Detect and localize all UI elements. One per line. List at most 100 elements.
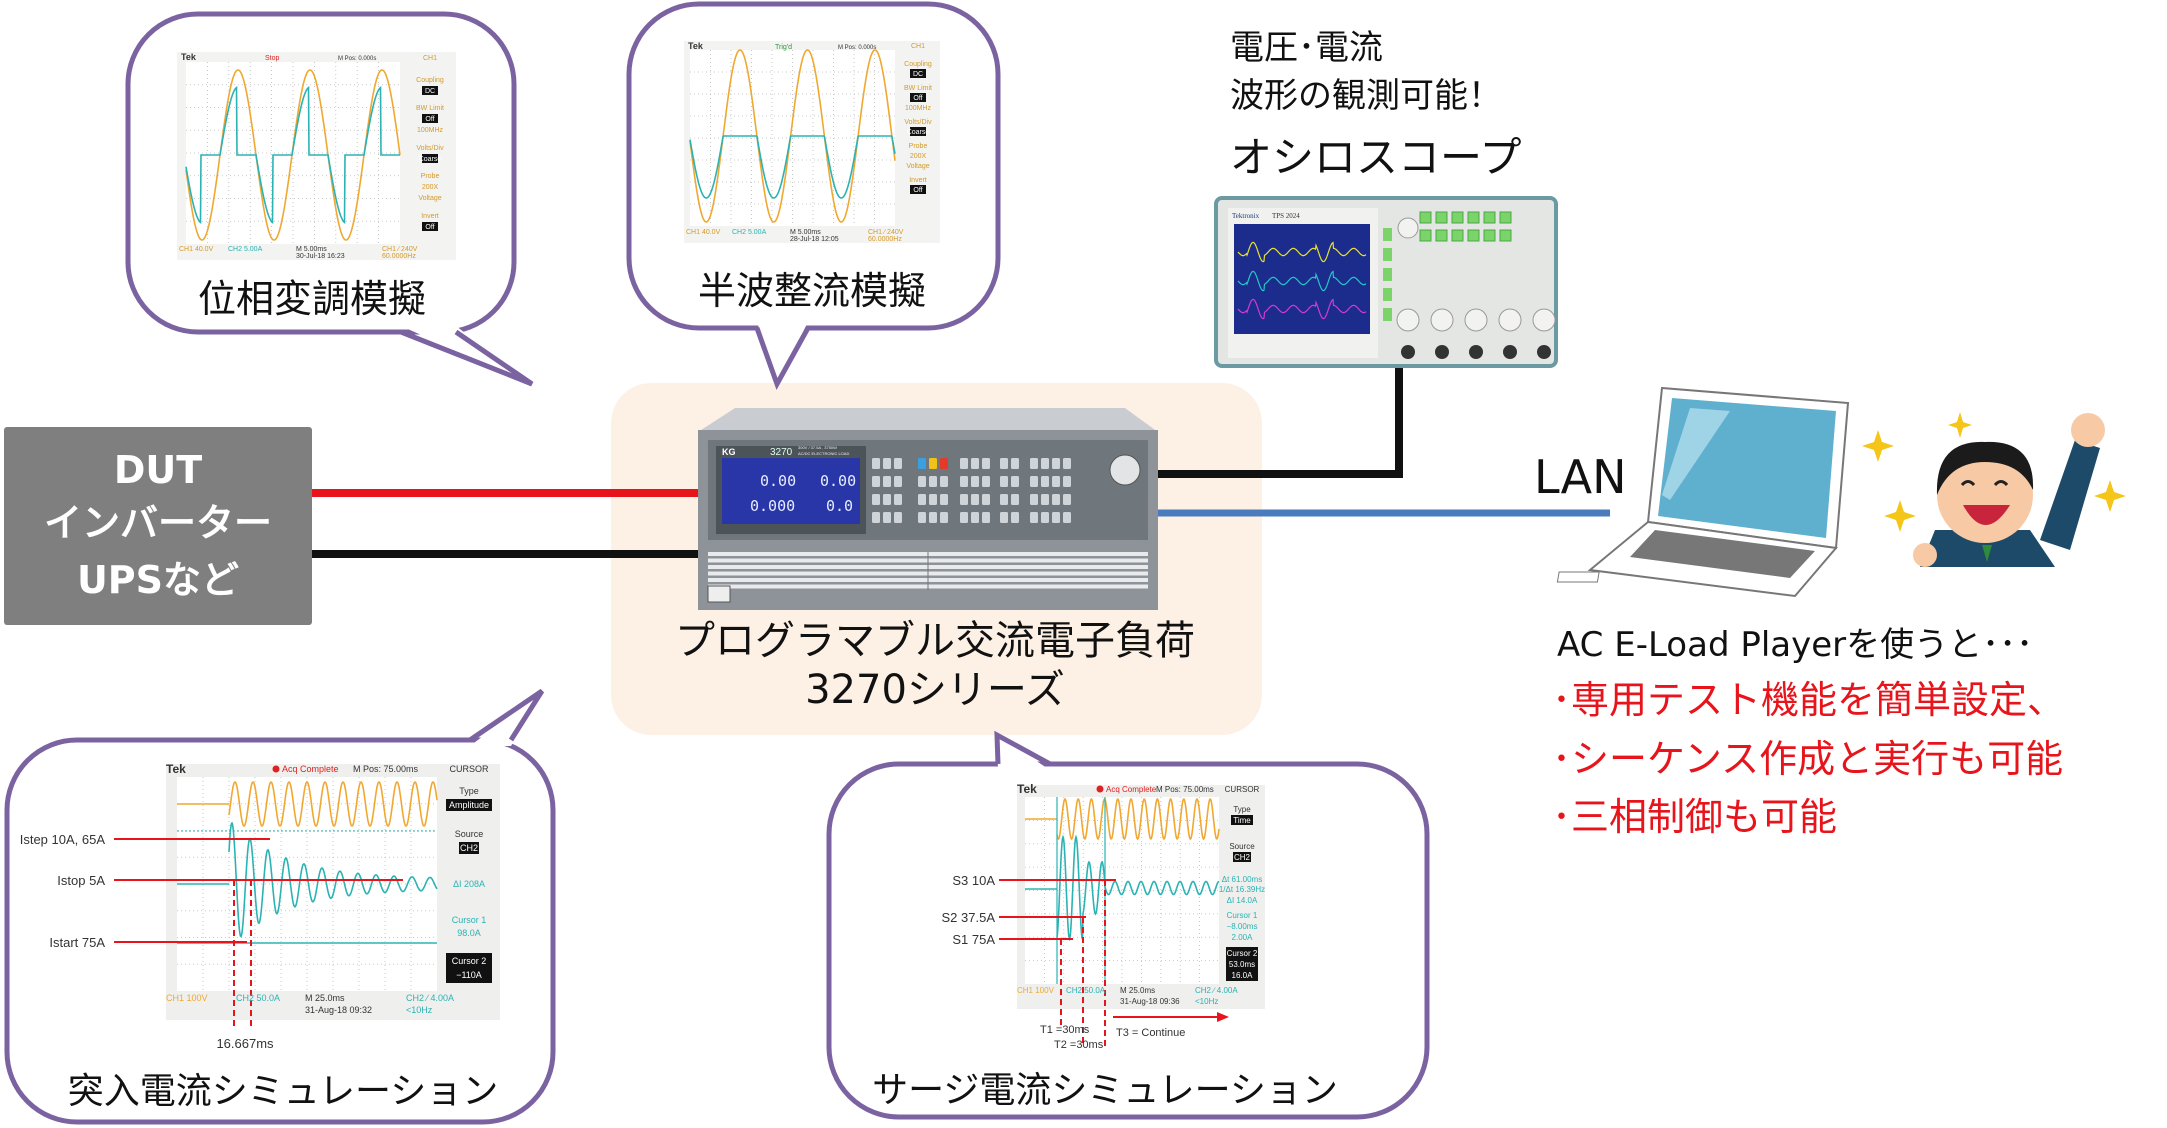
annotation-t2: T2 =30ms [1054,1039,1104,1051]
osc-trace [1237,241,1367,263]
scope-menu-item: Volts/Div [904,119,932,126]
osc-button [1451,229,1464,242]
cursor2-label: Cursor 2 [452,956,487,966]
device-key [872,512,880,523]
osc-knob [1532,308,1556,332]
device-key [971,512,979,523]
device-key [940,476,948,487]
osc-trace [1237,270,1367,292]
device-key [918,476,926,487]
scope-menu-item: Off [913,95,922,102]
scope-menu-item: 100MHz [905,105,932,112]
device-key [1000,458,1008,469]
osc-button [1499,211,1512,224]
device-rotary-knob [1109,454,1141,486]
cursor1-time: −8.00ms [1227,922,1258,931]
device-key [960,494,968,505]
device-key [940,458,948,469]
osc-button [1419,211,1432,224]
scope-menu-item: Coarse [419,156,442,163]
dut-type-ups: UPSなど [77,558,239,602]
device-key [1000,494,1008,505]
device-key [929,476,937,487]
menu-value-box [910,69,926,78]
scope-menu-item: CH1 [423,55,437,62]
annotation-s2: S2 37.5A [942,910,996,925]
osc-button [1435,229,1448,242]
annotation-t1: T1 =30ms [1040,1024,1090,1036]
dut-label: DUT [114,448,202,492]
device-key [1063,476,1071,487]
menu-value-box [422,154,438,163]
device-key [1000,476,1008,487]
device-readout-pf: 0.00 [820,472,856,490]
scope-screenshot-halfwave: Tek Trig'd M Pos: 0.000s CH1CouplingDCBW… [684,41,940,243]
device-key [918,512,926,523]
device-key [872,458,880,469]
device-key [883,512,891,523]
oscilloscope-model: TPS 2024 [1272,212,1300,220]
scope-note-line2: 波形の観測可能！ [1230,76,1502,116]
device-key [971,476,979,487]
device-key [960,512,968,523]
scope-trigger: CH2 ∕ 4.00A [1195,986,1238,995]
dut-box: DUT インバーター UPSなど [4,427,312,625]
device-readout-power: 0.0 [826,497,853,515]
device-key [918,494,926,505]
scope-menu-item: DC [913,71,923,78]
annotation-period: 16.667ms [216,1036,274,1051]
scope-ch2-scale: CH2 50.0A [1066,986,1106,995]
scope-status: Trig'd [775,44,792,51]
scope-ch2-scale: CH2 5.00A [732,229,767,236]
annotation-istep: Istep 10A, 65A [20,832,106,847]
cursor-source-label: Source [455,829,484,839]
cursor2-value: −110A [456,970,482,980]
osc-softkey [1383,268,1392,281]
scope-status: Acq Complete [1106,785,1157,794]
scope-timebase: M 5.00ms [790,229,821,236]
device-key [1063,458,1071,469]
happy-person-illustration [1862,412,2126,567]
device-key [940,494,948,505]
scope-menu-item: Probe [909,143,928,150]
cursor-inv-delta-t: 1/Δt 16.39Hz [1219,885,1265,894]
scope-mpos: M Pos: 75.00ms [353,764,419,774]
cursor-type-label: Type [1233,805,1251,814]
scope-timebase: M 25.0ms [305,993,345,1003]
scope-menu-item: Invert [421,213,439,220]
device-key [982,494,990,505]
player-feature-2: ･シーケンス作成と実行も可能 [1552,737,2063,781]
ch1-voltage-trace [228,781,438,827]
scope-date: 31-Aug-18 09:36 [1120,997,1180,1006]
device-key [929,494,937,505]
osc-knob [1498,308,1522,332]
scope-menu-item: DC [425,88,435,95]
cursor-type-label: Type [459,786,479,796]
oscilloscope-title: オシロスコープ [1230,133,1521,182]
device-key [1030,458,1038,469]
cursor-type-value: Amplitude [449,800,489,810]
scope-menu-item: BW Limit [904,85,932,92]
osc-button [1451,211,1464,224]
oscilloscope-controls [1383,211,1556,359]
ch2-current-trace [689,135,896,199]
device-key [1000,512,1008,523]
scope-trigger: CH1 ∕ 240V [382,246,418,253]
menu-value-box [422,222,438,231]
device-key [894,476,902,487]
osc-button [1467,211,1480,224]
osc-button [1483,229,1496,242]
device-key [1041,458,1049,469]
device-key [971,494,979,505]
osc-knob [1464,308,1488,332]
scope-timebase: M 5.00ms [296,246,327,253]
scope-ch1-scale: CH1 100V [1017,986,1055,995]
scope-tek-logo: Tek [688,41,704,51]
scope-tek-logo: Tek [1017,782,1037,796]
device-key [1063,512,1071,523]
scope-menu-item: 200X [422,184,439,191]
scope-menu-item: Coupling [416,77,444,84]
